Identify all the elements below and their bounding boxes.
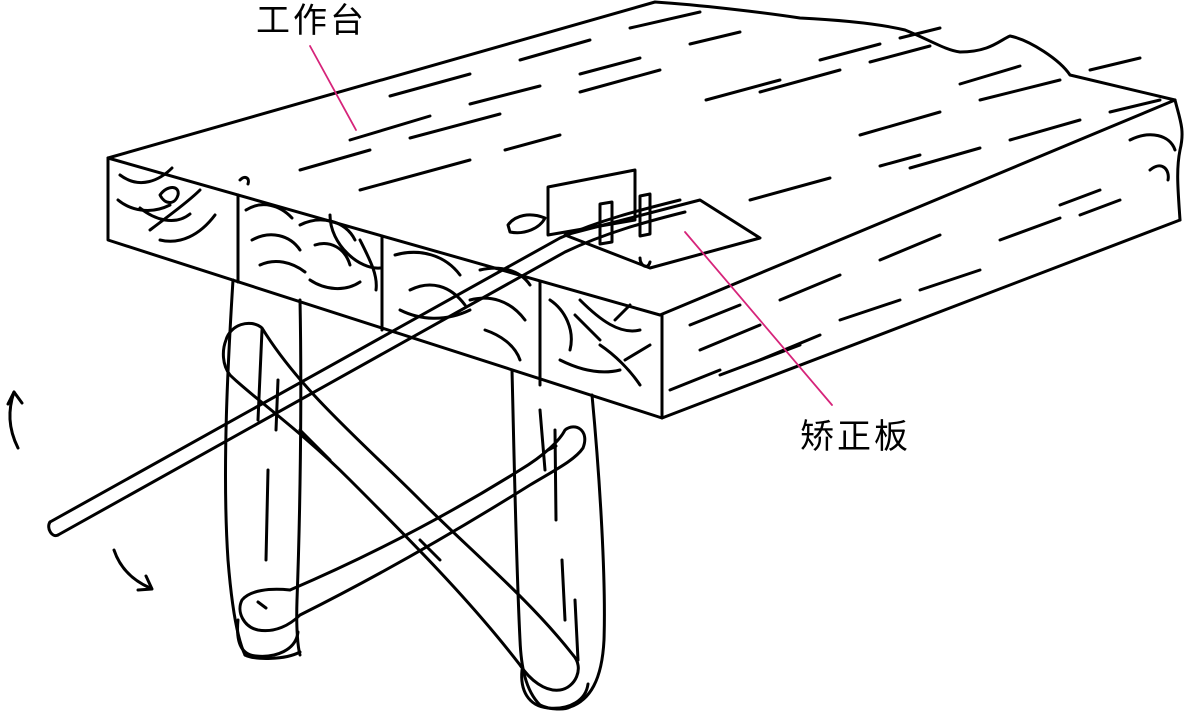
rotation-arrow-up-icon	[6, 390, 24, 450]
rod	[47, 198, 687, 538]
rotation-arrow-down-icon	[112, 548, 154, 592]
table-top	[106, 0, 1184, 420]
back-leg-left	[223, 278, 303, 660]
leader-workbench	[309, 45, 357, 131]
back-leg-right	[510, 368, 606, 711]
cross-brace-front	[221, 321, 580, 692]
leader-lines	[309, 45, 833, 406]
label-workbench: 工作台	[256, 1, 367, 41]
leader-correction-plate	[684, 231, 833, 406]
cross-brace-back	[238, 425, 587, 633]
leg-feet	[236, 618, 590, 710]
label-correction-plate: 矫正板	[800, 417, 911, 457]
